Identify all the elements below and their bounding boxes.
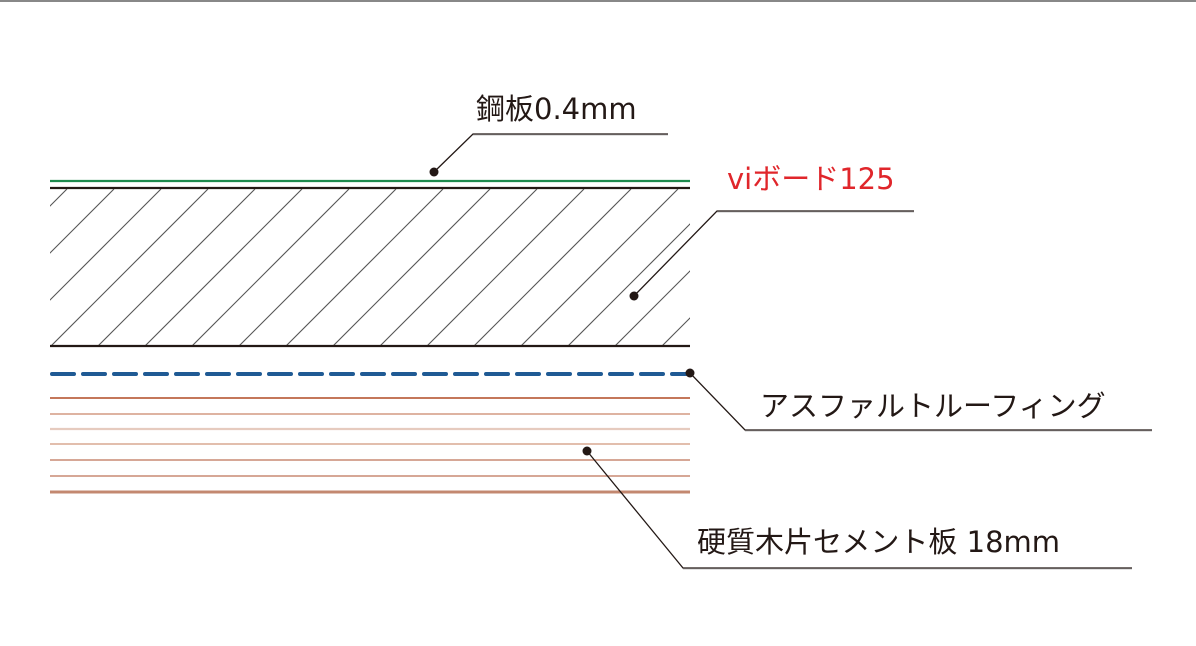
leader-dot [429, 167, 439, 177]
leader-steel [429, 133, 668, 177]
leader-dot [582, 446, 592, 456]
cement-board-lines [50, 397, 690, 494]
vi-board-hatching [50, 189, 690, 345]
label-vi-board: viボード125 [727, 162, 895, 196]
label-asphalt-roofing: アスファルトルーフィング [760, 389, 1106, 423]
label-cement-board: 硬質木片セメント板 18mm [697, 525, 1061, 559]
leader-cement-board [582, 446, 1132, 570]
leader-dot [685, 368, 695, 378]
leader-asphalt [685, 368, 1152, 432]
leader-dot [629, 291, 639, 301]
frame-top-border [0, 0, 1196, 2]
leader-vi-board [629, 210, 914, 301]
label-steel-sheet: 鋼板0.4mm [476, 92, 637, 126]
